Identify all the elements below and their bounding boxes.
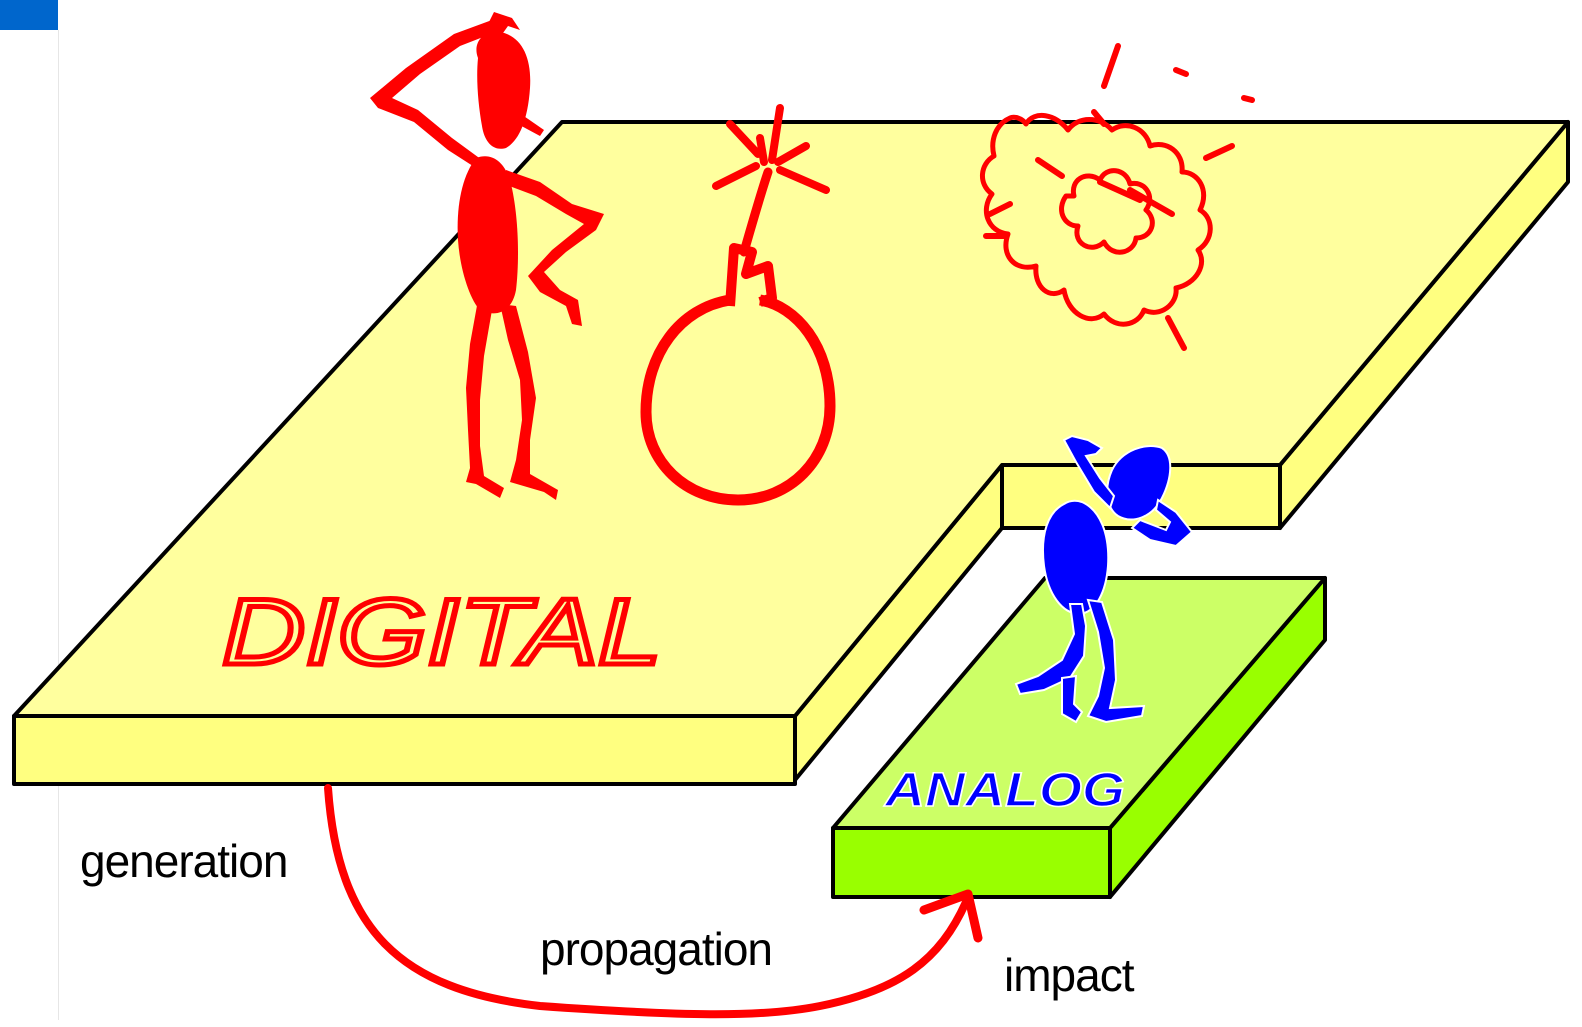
propagation-label: propagation (540, 923, 773, 975)
worried-blue-person-icon (1014, 434, 1194, 724)
slide-edge-line (58, 30, 59, 1020)
analog-label: ANALOG (884, 764, 1125, 817)
explosion-icon (980, 43, 1255, 351)
analog-slab (831, 576, 1327, 899)
propagation-arrow (324, 784, 983, 1019)
analog-slab-front-face (831, 826, 1112, 899)
digital-slab-top-face (12, 120, 1570, 718)
impact-label: impact (1004, 949, 1134, 1001)
digital-slab (12, 120, 1570, 786)
digital-slab-front-face (12, 714, 797, 786)
bomb-icon (640, 104, 836, 506)
thinking-red-person-icon (370, 12, 604, 500)
generation-label: generation (80, 835, 288, 887)
analog-slab-top-face (831, 576, 1327, 830)
corner-mark (0, 0, 58, 30)
digital-label: DIGITAL (222, 579, 662, 684)
